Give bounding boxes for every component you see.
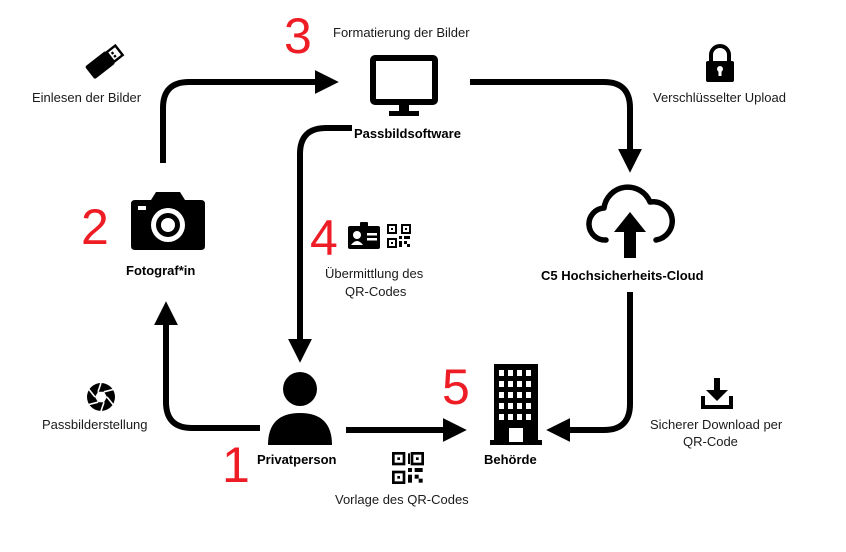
building-icon bbox=[490, 364, 542, 445]
node-label-behoerde: Behörde bbox=[484, 452, 537, 467]
photo-creation-caption: Passbilderstellung bbox=[42, 417, 148, 432]
camera-icon bbox=[131, 192, 205, 250]
qr-template-caption: Vorlage des QR-Codes bbox=[335, 492, 469, 507]
step-number-4: 4 bbox=[310, 210, 338, 266]
qr-template-icon bbox=[392, 452, 424, 484]
qr-code-icon bbox=[387, 224, 411, 248]
download-icon bbox=[701, 378, 733, 409]
lock-icon bbox=[706, 44, 734, 82]
person-icon bbox=[268, 372, 332, 445]
formatting-caption: Formatierung der Bilder bbox=[333, 25, 470, 40]
node-label-privatperson: Privatperson bbox=[257, 452, 337, 467]
secure-download-caption-line1: Sicherer Download per bbox=[650, 417, 783, 432]
monitor-icon bbox=[370, 55, 438, 116]
arrow-person-to-camera bbox=[154, 301, 260, 431]
qr-transfer-caption-line2: QR-Codes bbox=[345, 284, 407, 299]
node-label-passbildsoftware: Passbildsoftware bbox=[354, 126, 461, 141]
qr-transfer-caption-line1: Übermittlung des bbox=[325, 266, 424, 281]
encrypted-upload-caption: Verschlüsselter Upload bbox=[653, 90, 786, 105]
aperture-icon bbox=[87, 382, 115, 412]
id-card-icon bbox=[348, 222, 380, 249]
usb-stick-icon bbox=[85, 43, 125, 79]
cloud-upload-icon bbox=[586, 184, 675, 258]
secure-download-caption-line2: QR-Code bbox=[683, 434, 738, 449]
arrow-monitor-to-cloud bbox=[470, 79, 642, 173]
arrow-cloud-to-authority bbox=[546, 292, 633, 442]
arrow-monitor-to-person bbox=[288, 125, 352, 363]
step-number-3: 3 bbox=[284, 8, 312, 64]
step-number-5: 5 bbox=[442, 359, 470, 415]
step-number-1: 1 bbox=[222, 437, 250, 493]
node-label-fotograf: Fotograf*in bbox=[126, 263, 196, 278]
read-images-caption: Einlesen der Bilder bbox=[32, 90, 142, 105]
step-number-2: 2 bbox=[81, 199, 109, 255]
node-label-cloud: C5 Hochsicherheits-Cloud bbox=[541, 268, 704, 283]
arrow-camera-to-monitor bbox=[160, 70, 339, 163]
